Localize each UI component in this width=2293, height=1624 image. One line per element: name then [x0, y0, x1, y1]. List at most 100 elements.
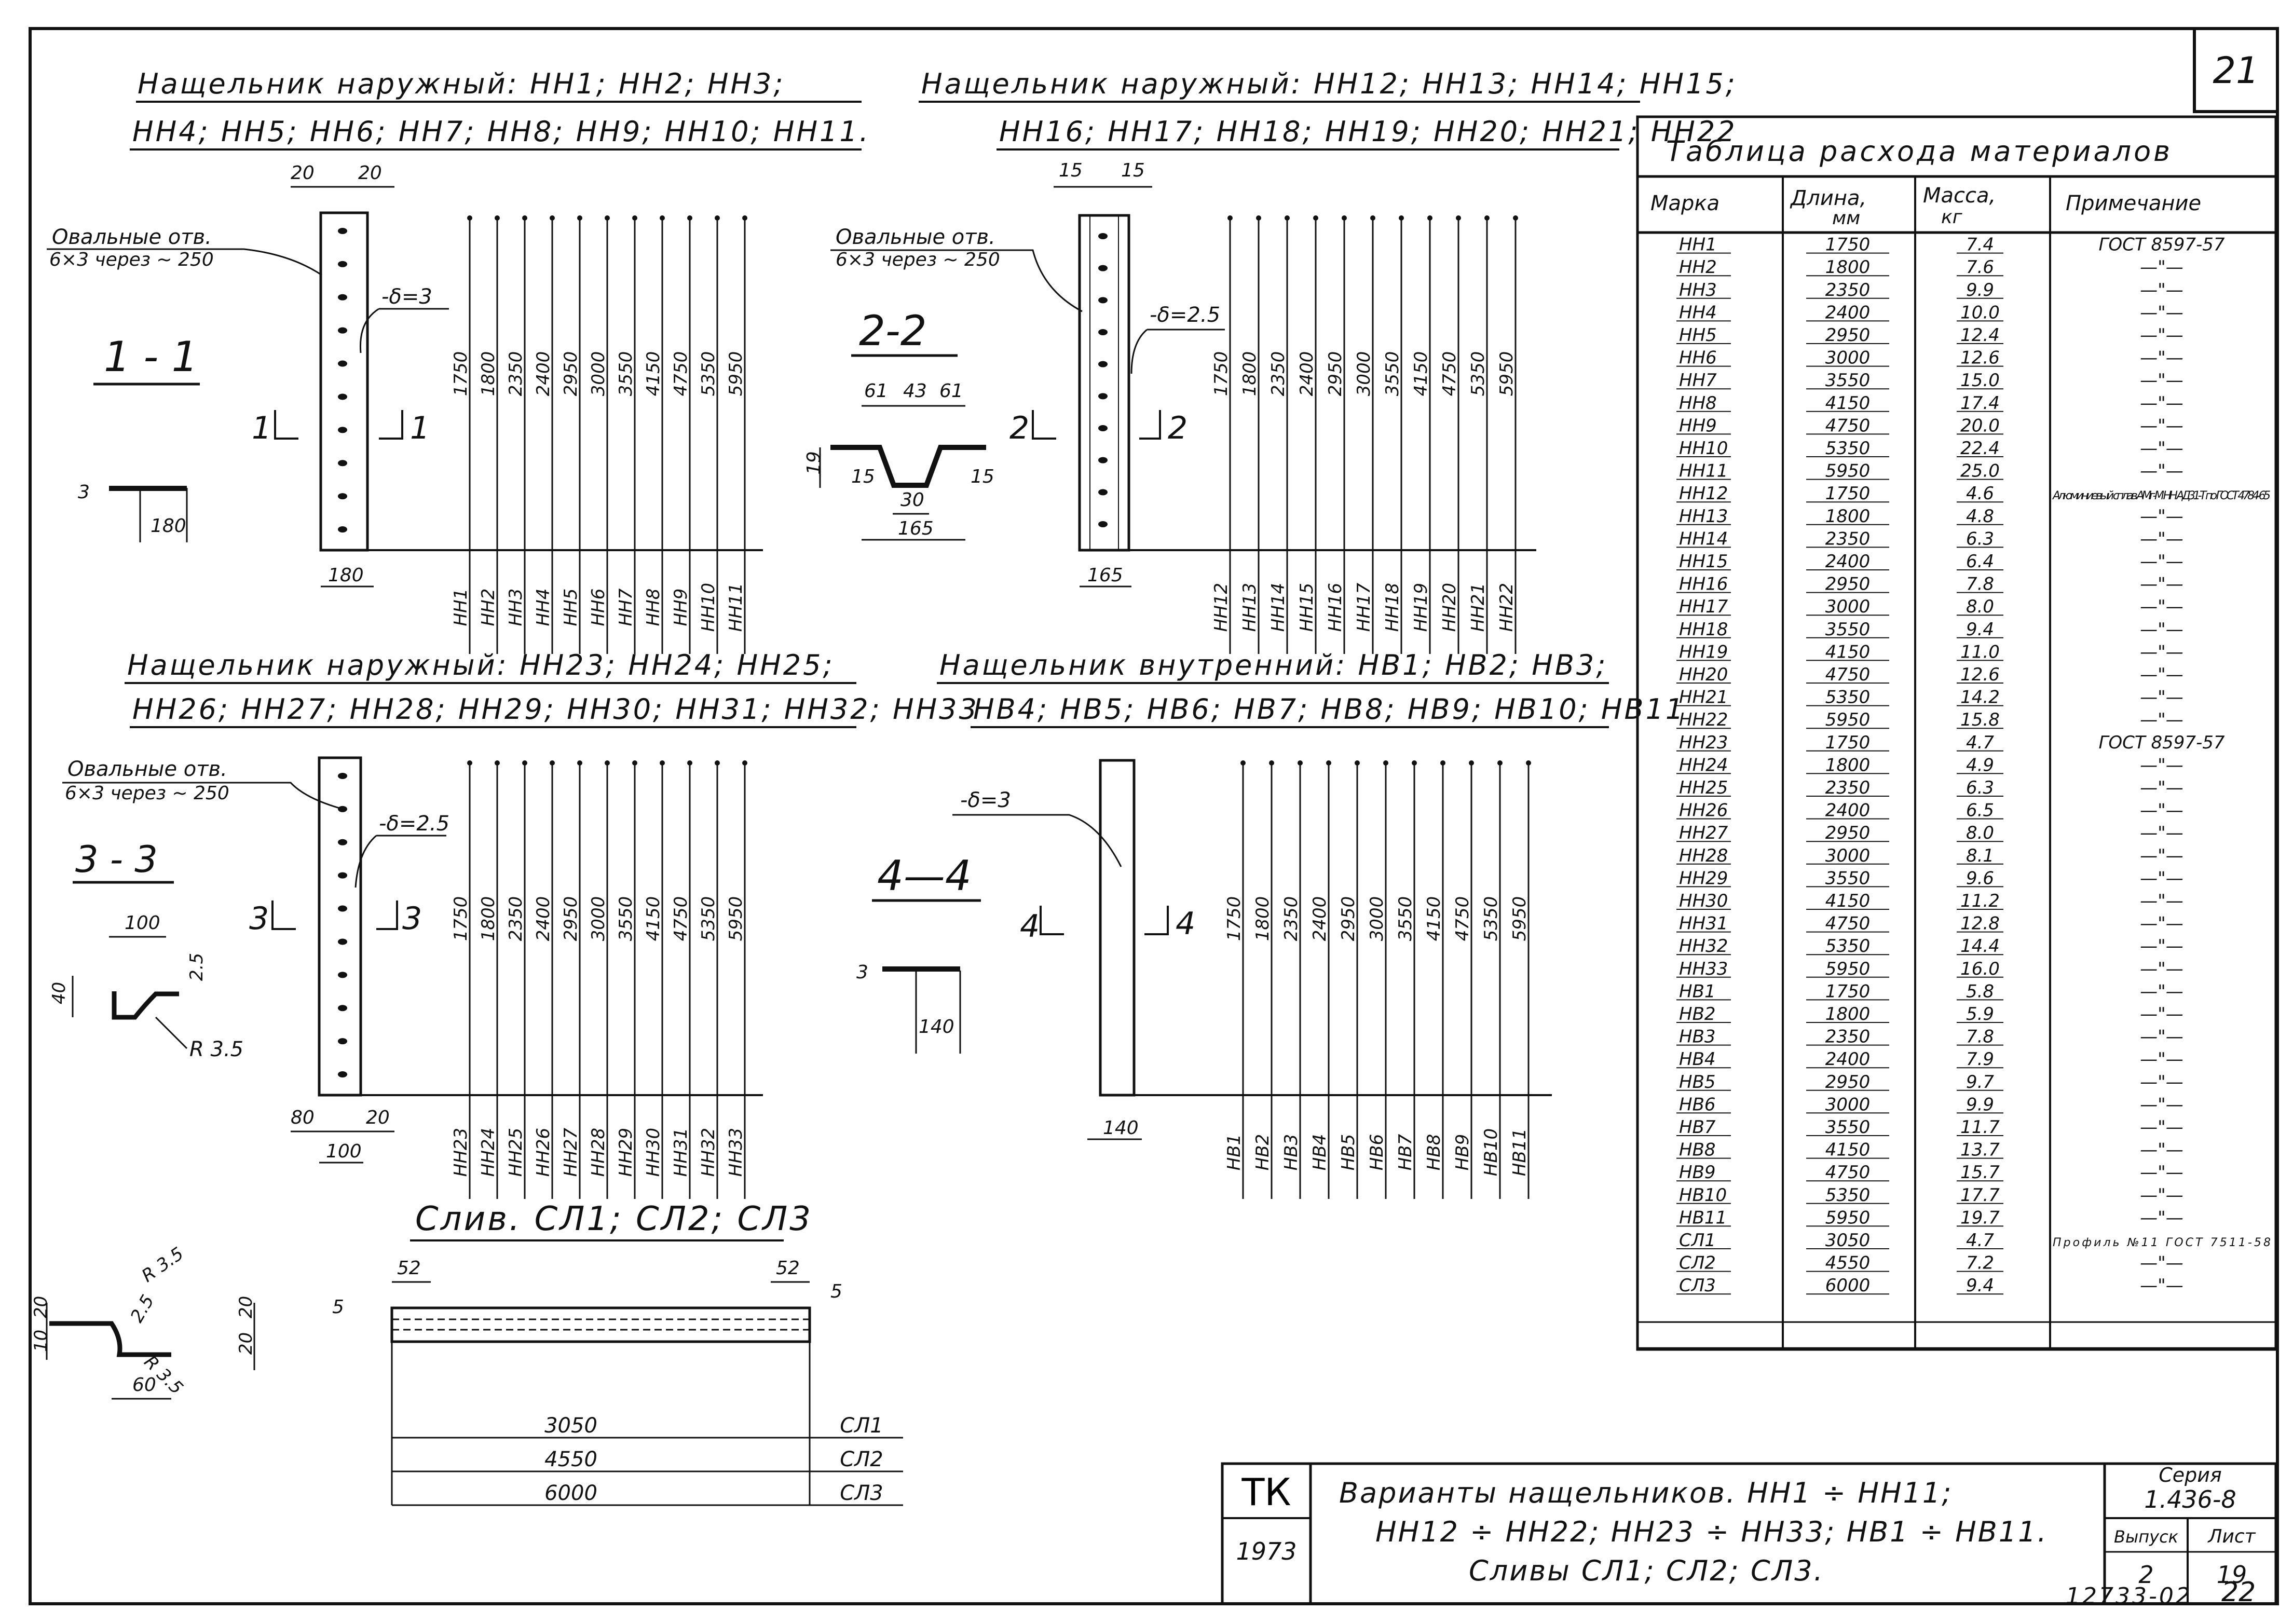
section5-row-mark-2: СЛ2: [840, 1448, 883, 1471]
section2-profile-dim-b: 43: [903, 380, 927, 402]
table-cell-length-38: 2950: [1825, 1072, 1871, 1093]
table-cell-mark-31: НН31: [1679, 913, 1728, 934]
section1-length-6: 3000: [588, 351, 609, 397]
section2-length-tick-7: [1399, 215, 1404, 221]
table-cell-note-29: —"—: [2140, 868, 2183, 889]
table-cell-mass-30: 11.2: [1960, 891, 2000, 911]
stamp-issue-label: Выпуск: [2114, 1527, 2179, 1547]
table-cell-mass-10: 22.4: [1960, 438, 2000, 459]
table-cell-note-24: —"—: [2140, 755, 2183, 775]
table-cell-mass-15: 6.4: [1966, 551, 1994, 572]
table-cell-length-42: 4750: [1825, 1162, 1871, 1183]
table-cell-note-31: —"—: [2140, 913, 2183, 934]
section3-mark-6: НН28: [588, 1128, 609, 1177]
section2-length-3: 2350: [1268, 351, 1289, 397]
section3-oval-hole-7: [338, 972, 347, 978]
table-cell-length-23: 1750: [1825, 732, 1871, 753]
section1-length-2: 1800: [478, 351, 499, 397]
section3-length-tick-2: [495, 760, 500, 766]
table-cell-length-25: 2350: [1825, 777, 1871, 798]
section3-length-1: 1750: [451, 896, 471, 941]
table-cell-length-39: 3000: [1825, 1094, 1871, 1115]
table-cell-note-17: —"—: [2140, 596, 2183, 617]
section1-mark-5: НН5: [561, 589, 581, 626]
table-cell-length-2: 1800: [1825, 257, 1871, 278]
table-cell-mass-44: 19.7: [1960, 1207, 2000, 1228]
table-cell-mass-23: 4.7: [1966, 732, 1994, 753]
section1-top-dim-right: 20: [358, 162, 382, 184]
section4-length-tick-6: [1383, 760, 1388, 766]
section3-length-10: 5350: [698, 896, 719, 941]
section2-title-line1: Нащельник наружный: НН12; НН13; НН14; НН…: [921, 67, 1737, 100]
section4-profile-thk: 3: [856, 962, 868, 983]
section3-oval-hole-8: [338, 1005, 347, 1012]
section3-mark-7: НН29: [616, 1128, 636, 1177]
section5-thk-right: 5: [830, 1281, 842, 1302]
section4-length-4: 2400: [1309, 896, 1330, 941]
section3-length-11: 5950: [726, 896, 746, 941]
table-cell-length-30: 4150: [1825, 891, 1871, 911]
section4-plate: [1099, 759, 1136, 1097]
section5-end-dim-left: 52: [397, 1258, 421, 1279]
page-code-tail: 22: [2221, 1577, 2256, 1608]
table-cell-mass-8: 17.4: [1960, 393, 2000, 414]
section3-profile-dim-25: 2.5: [186, 953, 207, 981]
section1-oval-hole-8: [338, 460, 347, 467]
section2-mark-3: НН14: [1268, 583, 1289, 632]
section4-mark-2: НВ2: [1252, 1134, 1273, 1171]
section2-cut-mark-right: 2: [1168, 410, 1188, 446]
section2-cut-arrow-left: [1032, 410, 1056, 440]
stamp-org: ТК: [1241, 1470, 1291, 1514]
section2-mark-9: НН20: [1439, 583, 1460, 632]
table-cell-mass-32: 14.4: [1960, 936, 2000, 957]
section1-length-1: 1750: [451, 351, 471, 397]
table-cell-note-39: —"—: [2140, 1094, 2183, 1115]
section2-length-4: 2400: [1296, 351, 1317, 397]
table-cell-mass-45: 4.7: [1966, 1230, 1994, 1251]
section3-title-line2: НН26; НН27; НН28; НН29; НН30; НН31; НН32…: [132, 693, 979, 726]
section4-length-10: 5350: [1481, 896, 1502, 941]
section2-mark-2: НН13: [1239, 583, 1260, 632]
stamp-series-label: Серия: [2159, 1464, 2222, 1486]
section1-mark-11: НН11: [726, 583, 746, 632]
section1-mark-7: НН7: [616, 588, 636, 626]
section3-bottom-dim-80: 80: [291, 1107, 315, 1128]
section4-mark-1: НВ1: [1224, 1134, 1245, 1171]
section3-length-6: 3000: [588, 896, 609, 941]
stamp-title-line3: Сливы СЛ1; СЛ2; СЛ3.: [1469, 1554, 1824, 1587]
table-cell-mark-8: НН8: [1679, 393, 1717, 414]
section1-mark-3: НН3: [506, 589, 526, 626]
section2-cut-mark-left: 2: [1009, 410, 1029, 446]
table-cell-note-28: —"—: [2140, 845, 2183, 866]
table-cell-note-4: —"—: [2140, 302, 2183, 323]
table-cell-length-16: 2950: [1825, 574, 1871, 595]
section3-mark-4: НН26: [533, 1128, 554, 1177]
section2-thickness: -δ=2.5: [1150, 303, 1220, 327]
table-cell-length-27: 2950: [1825, 823, 1871, 843]
table-cell-length-47: 6000: [1825, 1275, 1871, 1296]
section3-profile-dim-100: 100: [125, 912, 160, 934]
section3-profile-dim-40: 40: [49, 982, 70, 1004]
table-cell-mark-34: НВ1: [1679, 981, 1716, 1002]
section2-mark-11: НН22: [1496, 583, 1517, 632]
section5-profile-dim-20c: 20: [236, 1332, 256, 1355]
table-cell-mark-37: НВ4: [1679, 1049, 1716, 1070]
section5-profile-dim-25: 2.5: [127, 1291, 159, 1326]
section1-holes-note-1: Овальные отв.: [52, 225, 212, 249]
section1-oval-hole-4: [338, 327, 347, 334]
section3-holes-note-1: Овальные отв.: [67, 757, 227, 781]
table-cell-mass-1: 7.4: [1966, 235, 1994, 255]
section1-cut-mark-left: 1: [252, 410, 271, 446]
section2-length-10: 5350: [1468, 351, 1489, 397]
section2-length-tick-6: [1370, 215, 1375, 221]
section3-profile-shape: [112, 991, 179, 1020]
section2-profile-dim-a: 61: [864, 380, 888, 402]
table-cell-mark-2: НН2: [1679, 257, 1717, 278]
section4-mark-11: НВ11: [1509, 1128, 1530, 1176]
section1-cut-mark-right: 1: [410, 410, 430, 446]
table-cell-length-24: 1800: [1825, 755, 1871, 775]
table-cell-mass-37: 7.9: [1966, 1049, 1994, 1070]
table-cell-mark-5: НН5: [1679, 325, 1717, 346]
section1-cut-arrow-left: [274, 410, 298, 440]
table-cell-note-6: —"—: [2140, 348, 2183, 369]
